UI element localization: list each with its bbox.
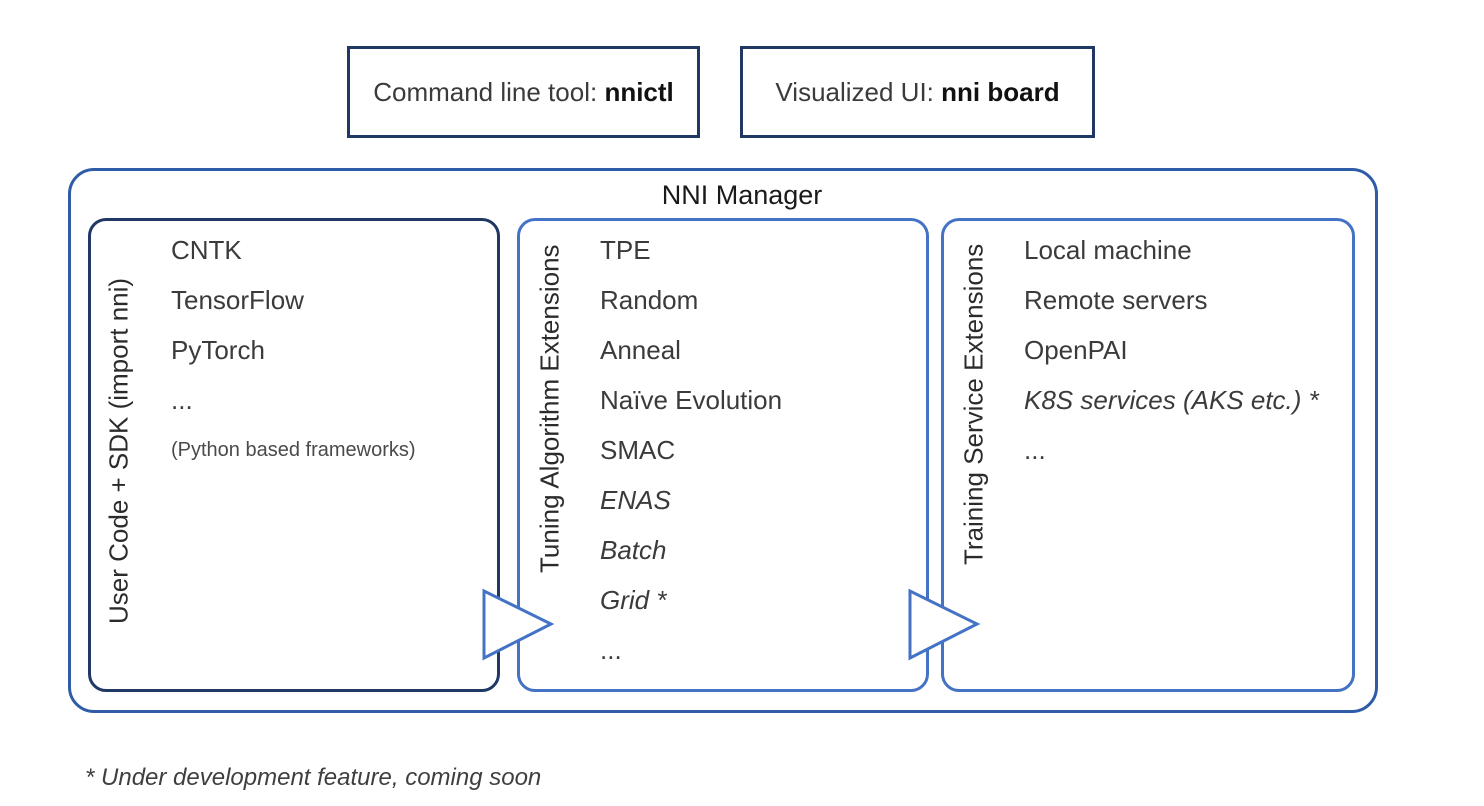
command-line-tool-label: Command line tool: <box>373 76 605 107</box>
list-item: TensorFlow <box>171 285 304 315</box>
list-item: Local machine <box>1024 235 1192 265</box>
footnote: * Under development feature, coming soon <box>85 764 542 791</box>
command-line-tool-box: Command line tool: nnictl <box>347 46 700 138</box>
nnictl-label: nnictl <box>604 76 674 107</box>
list-item: (Python based frameworks) <box>171 439 416 461</box>
list-item: Batch <box>600 535 667 565</box>
training-service-side-label: Training Service Extensions <box>958 243 989 565</box>
user-code-sdk-side-label: User Code + SDK (import nni) <box>103 277 134 625</box>
flow-arrow-icon <box>908 588 981 661</box>
list-item: K8S services (AKS etc.) * <box>1024 385 1319 415</box>
training-service-box: Training Service Extensions Local machin… <box>941 218 1355 692</box>
list-item: ENAS <box>600 485 671 515</box>
list-item: Anneal <box>600 335 681 365</box>
flow-arrow-icon <box>482 588 555 661</box>
list-item: OpenPAI <box>1024 335 1128 365</box>
list-item: Grid * <box>600 585 667 615</box>
list-item: SMAC <box>600 435 676 465</box>
list-item: ... <box>1024 435 1046 465</box>
nni-manager-title: NNI Manager <box>661 180 823 210</box>
list-item: ... <box>600 635 622 665</box>
nni-board-label: nni board <box>941 76 1060 107</box>
list-item: ... <box>171 385 193 415</box>
list-item: Naïve Evolution <box>600 385 783 415</box>
user-code-sdk-box: User Code + SDK (import nni) CNTK TensorF… <box>88 218 500 692</box>
tuning-algorithm-side-label: Tuning Algorithm Extensions <box>534 244 565 574</box>
visualized-ui-label: Visualized UI: <box>775 76 942 107</box>
list-item: CNTK <box>171 235 242 265</box>
visualized-ui-box: Visualized UI: nni board <box>740 46 1095 138</box>
list-item: Remote servers <box>1024 285 1208 315</box>
list-item: PyTorch <box>171 335 265 365</box>
list-item: TPE <box>600 235 651 265</box>
list-item: Random <box>600 285 699 315</box>
